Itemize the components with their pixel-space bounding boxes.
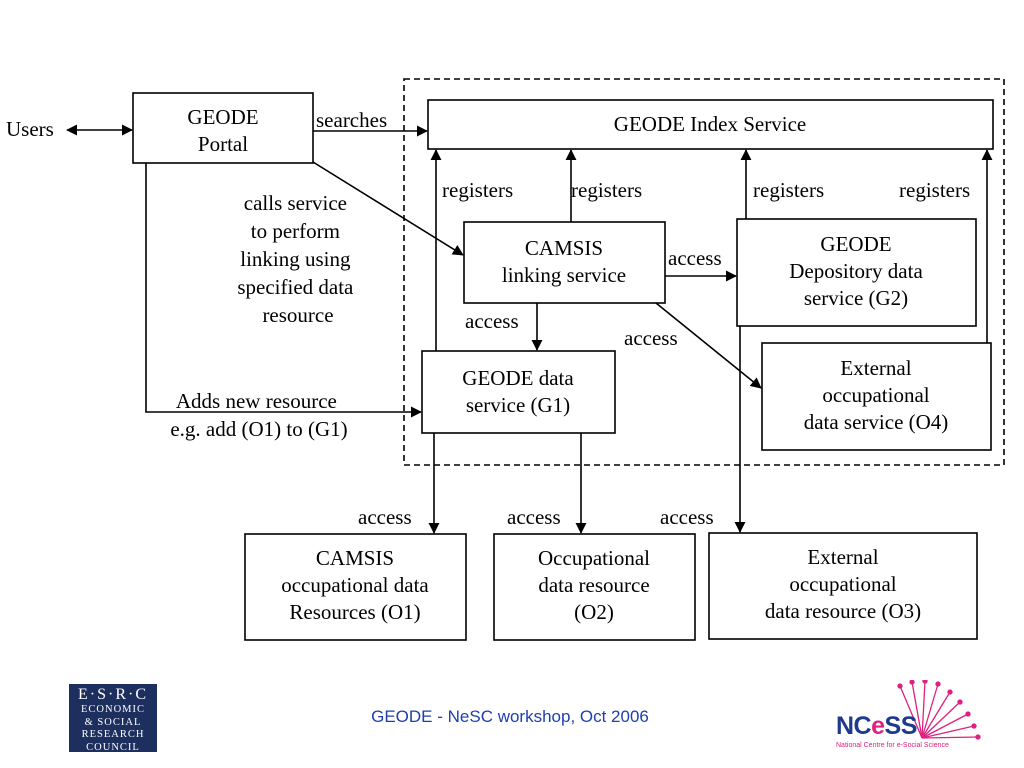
ncess-word-part: NC bbox=[836, 712, 872, 740]
edge-label-line: calls service bbox=[244, 191, 347, 215]
esrc-logo-line: & SOCIAL bbox=[84, 716, 142, 728]
node-occupational-resource[interactable]: Occupational data resource (O2) bbox=[493, 533, 696, 641]
node-label: Depository data bbox=[789, 259, 923, 283]
edge-label-line: e.g. add (O1) to (G1) bbox=[170, 417, 347, 441]
edge-label-registers-g2: registers bbox=[753, 178, 824, 202]
edge-label-access-g2: access bbox=[668, 246, 722, 270]
node-label: CAMSIS bbox=[525, 236, 603, 260]
node-label: occupational data bbox=[281, 573, 429, 597]
node-label: data resource (O3) bbox=[765, 599, 921, 623]
esrc-logo-title: E·S·R·C bbox=[78, 686, 148, 703]
node-label: service (G2) bbox=[804, 286, 908, 310]
edge-label-registers-g1: registers bbox=[442, 178, 513, 202]
node-label: data resource bbox=[538, 573, 649, 597]
node-label: Portal bbox=[198, 132, 248, 156]
node-external-data-service[interactable]: External occupational data service (O4) bbox=[761, 342, 992, 451]
edge-label-registers-camsis: registers bbox=[571, 178, 642, 202]
esrc-logo-line: ECONOMIC bbox=[80, 704, 145, 715]
ncess-word-part: e bbox=[871, 712, 885, 740]
ncess-logo: NCeSS National Centre for e-Social Scien… bbox=[832, 680, 982, 760]
footer-caption: GEODE - NeSC workshop, Oct 2006 bbox=[371, 707, 649, 726]
node-label: occupational bbox=[789, 572, 896, 596]
node-label: GEODE Index Service bbox=[614, 112, 806, 136]
node-external-resource[interactable]: External occupational data resource (O3) bbox=[708, 532, 978, 640]
edge-label-line: resource bbox=[262, 303, 333, 327]
edge-label-access-o3: access bbox=[660, 505, 714, 529]
edge-label-line: to perform bbox=[251, 219, 340, 243]
edge-label-adds-resource: Adds new resource e.g. add (O1) to (G1) bbox=[170, 389, 347, 441]
node-index-service[interactable]: GEODE Index Service bbox=[427, 99, 994, 150]
node-label: occupational bbox=[822, 383, 929, 407]
node-label: GEODE bbox=[820, 232, 891, 256]
node-label: GEODE bbox=[187, 105, 258, 129]
edge-label-registers-o4: registers bbox=[899, 178, 970, 202]
edge-label-access-o2: access bbox=[507, 505, 561, 529]
node-geode-data-service[interactable]: GEODE data service (G1) bbox=[421, 350, 616, 434]
edge-label-calls-service: calls service to perform linking using s… bbox=[237, 191, 358, 327]
node-label: service (G1) bbox=[466, 393, 570, 417]
edge-label-access-o4: access bbox=[624, 326, 678, 350]
edge-label-access-o1: access bbox=[358, 505, 412, 529]
users-label: Users bbox=[6, 117, 54, 141]
node-label: CAMSIS bbox=[316, 546, 394, 570]
edge-label-line: linking using bbox=[240, 247, 351, 271]
node-label: data service (O4) bbox=[804, 410, 949, 434]
node-label: External bbox=[807, 545, 878, 569]
ncess-tagline: National Centre for e-Social Science bbox=[836, 742, 949, 749]
node-depository-data-service[interactable]: GEODE Depository data service (G2) bbox=[736, 218, 977, 327]
edge-portal-g1-adds bbox=[145, 163, 422, 418]
ncess-rays-icon bbox=[897, 680, 981, 740]
node-label: GEODE data bbox=[462, 366, 574, 390]
node-label: External bbox=[840, 356, 911, 380]
edge-label-line: Adds new resource bbox=[176, 389, 337, 413]
node-label: Occupational bbox=[538, 546, 650, 570]
node-label: (O2) bbox=[574, 600, 614, 624]
edge-label-access-g1: access bbox=[465, 309, 519, 333]
edge-label-searches: searches bbox=[316, 108, 387, 132]
esrc-logo-line: COUNCIL bbox=[86, 741, 140, 753]
node-label: linking service bbox=[502, 263, 626, 287]
esrc-logo-line: RESEARCH bbox=[81, 729, 145, 740]
node-portal[interactable]: GEODE Portal bbox=[132, 92, 314, 164]
esrc-logo: E·S·R·C ECONOMIC & SOCIAL RESEARCH COUNC… bbox=[69, 684, 157, 752]
service-layer-boundary bbox=[403, 78, 1005, 466]
edge-label-line: specified data bbox=[237, 275, 354, 299]
edge-camsis-o4-access bbox=[655, 302, 762, 389]
node-label: Resources (O1) bbox=[289, 600, 420, 624]
node-camsis-linking-service[interactable]: CAMSIS linking service bbox=[463, 221, 666, 304]
ncess-wordmark: NCeSS bbox=[836, 712, 917, 741]
ncess-word-part: SS bbox=[884, 712, 918, 740]
edge-portal-camsis-calls bbox=[312, 161, 464, 256]
